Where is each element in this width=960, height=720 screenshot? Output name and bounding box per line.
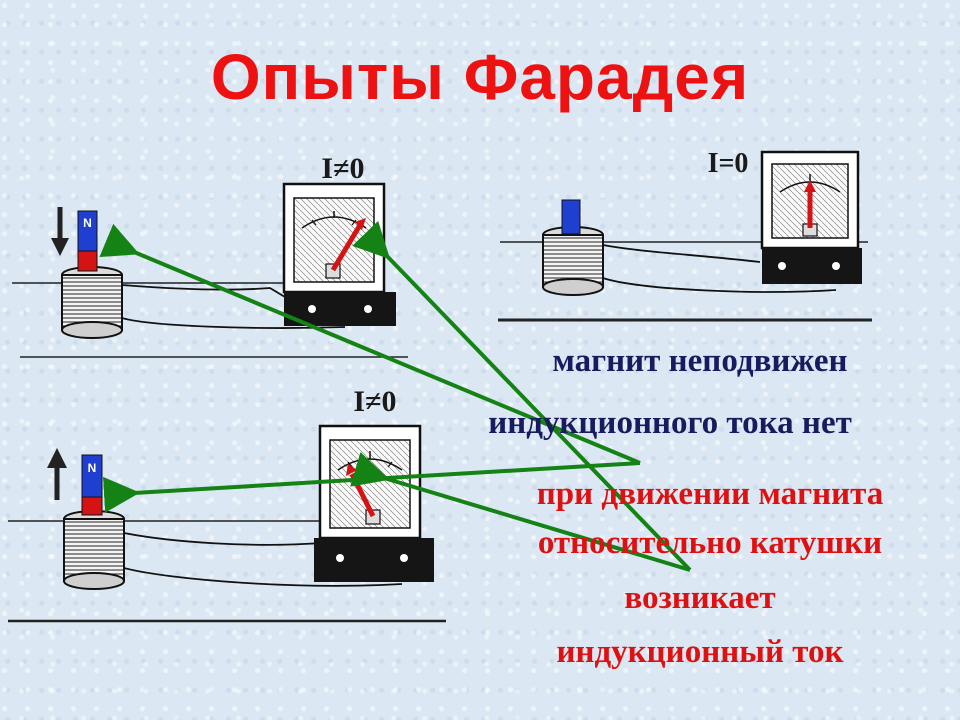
wires	[602, 244, 837, 293]
page-title: Опыты Фарадея	[210, 41, 750, 113]
caption-when-moving: при движении магнита	[536, 476, 884, 512]
bar-magnet-icon	[81, 454, 103, 516]
pointer-arrows	[99, 220, 692, 572]
pointer-arrow	[99, 223, 641, 465]
bar-magnet-icon	[561, 199, 581, 235]
experiment-1: N	[12, 182, 408, 358]
caption-relative-to-coil: относительно катушки	[537, 525, 883, 561]
caption-induced-current: индукционный ток	[556, 634, 844, 670]
coil-icon	[542, 226, 604, 296]
current-label-2: I=0	[708, 148, 749, 179]
magnet-north-label: N	[83, 216, 92, 230]
galvanometer-icon	[760, 150, 862, 284]
caption-no-current: индукционного тока нет	[488, 405, 852, 441]
caption-appears: возникает	[624, 580, 776, 616]
galvanometer-icon	[282, 182, 396, 326]
experiment-2	[498, 150, 872, 322]
coil-icon	[61, 266, 123, 339]
bar-magnet-icon	[77, 210, 98, 272]
pointer-arrow	[352, 220, 692, 572]
caption-magnet-still: магнит неподвижен	[552, 343, 848, 379]
galvanometer-icon	[314, 424, 434, 582]
current-label-3: I≠0	[353, 385, 396, 418]
motion-arrow-icon	[47, 448, 67, 500]
wires	[123, 532, 403, 587]
coil-icon	[63, 510, 125, 590]
current-label-1: I≠0	[321, 152, 364, 185]
wires	[121, 284, 346, 329]
experiment-3: N	[8, 424, 446, 623]
pointer-arrow	[350, 452, 691, 572]
motion-arrow-icon	[51, 207, 69, 256]
magnet-north-label: N	[88, 461, 97, 475]
